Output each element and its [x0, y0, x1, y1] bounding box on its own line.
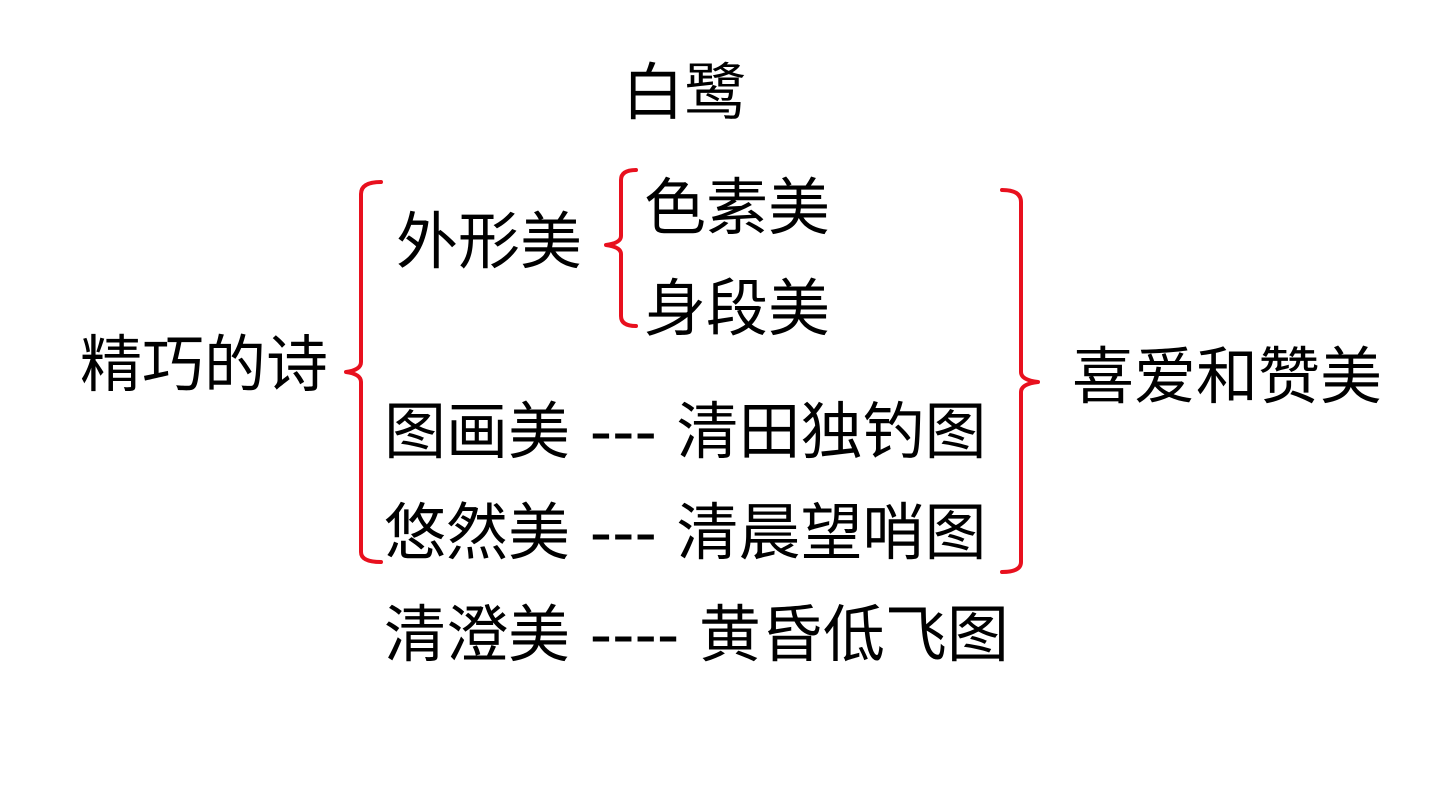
group-child-color: 色素美 — [644, 171, 831, 244]
root-left-brace — [344, 180, 383, 564]
group-label: 外形美 — [396, 205, 583, 278]
row-picture: 图画美 --- 清田独钓图 — [384, 395, 987, 468]
diagram-title: 白鹭 — [622, 56, 747, 129]
root-label: 精巧的诗 — [80, 328, 329, 401]
group-left-brace — [604, 168, 638, 328]
summary-right-brace — [1000, 188, 1040, 574]
row-clarity: 清澄美 ---- 黄昏低飞图 — [384, 598, 1009, 671]
group-child-figure: 身段美 — [644, 272, 831, 345]
row-leisure: 悠然美 --- 清晨望哨图 — [384, 496, 987, 569]
summary-label: 喜爱和赞美 — [1072, 340, 1383, 413]
